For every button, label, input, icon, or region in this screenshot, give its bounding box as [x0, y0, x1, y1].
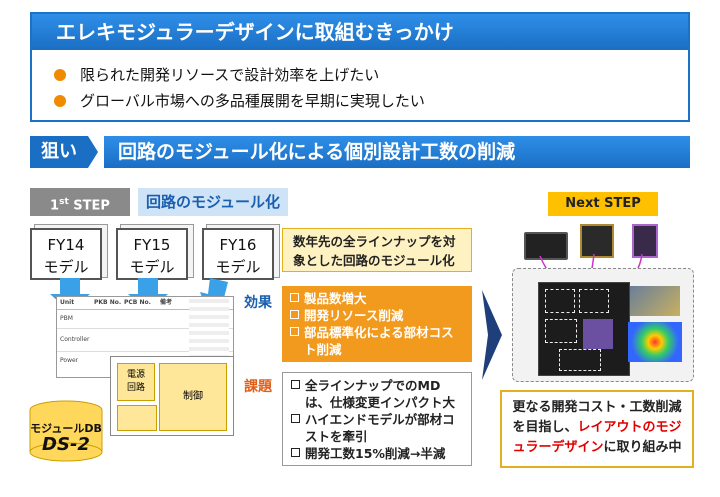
result-text: 更なる開発コスト・工数削減を目指し、	[512, 400, 682, 435]
effect-item: 部品標準化による部材コスト削減	[290, 324, 464, 358]
block-diagram: 電源 回路 制御	[110, 356, 234, 436]
aim-text: 回路のモジュール化による個別設計工数の削減	[104, 136, 690, 168]
step-number: 1	[50, 198, 60, 214]
issue-item: 開発工数15%削減→半減	[291, 445, 463, 462]
database-name: DS-2	[42, 434, 90, 455]
effect-item: 開発リソース削減	[290, 307, 464, 324]
bullet-item: グローバル市場への多品種展開を早期に実現したい	[54, 90, 425, 111]
issue-item: 全ラインナップでのMDは、仕様変更インパクト大	[291, 377, 463, 411]
effect-box: 製品数増大 開発リソース削減 部品標準化による部材コスト削減	[282, 286, 472, 362]
table-header: Unit	[60, 299, 75, 306]
database-icon	[29, 400, 103, 462]
issue-label: 課題	[244, 379, 272, 395]
target-box: 数年先の全ラインナップを対象とした回路のモジュール化	[282, 228, 472, 272]
modularization-label: 回路のモジュール化	[138, 188, 288, 216]
aim-arrow-icon	[88, 136, 98, 168]
effect-label: 効果	[244, 295, 272, 311]
model-year: FY16	[219, 236, 257, 254]
table-header: PCB No.	[124, 299, 151, 306]
aim-label: 狙い	[30, 136, 88, 168]
issue-item: ハイエンドモデルが部材コストを牽引	[291, 411, 463, 445]
pcb-layout-image	[538, 282, 630, 376]
pcb-module-image	[632, 224, 658, 258]
table-row: PBM	[57, 310, 233, 329]
step-text: STEP	[73, 198, 110, 214]
model-card-fy16: FY16 モデル	[202, 228, 274, 280]
model-suffix: モデル	[129, 258, 175, 276]
bullet-text: グローバル市場への多品種展開を早期に実現したい	[80, 92, 425, 110]
table-header: 備考	[160, 299, 173, 306]
control-block: 制御	[159, 363, 227, 431]
checkbox-icon	[291, 380, 300, 389]
motivation-title: エレキモジュラーデザインに取組むきっかけ	[32, 14, 688, 50]
bullet-dot-icon	[54, 68, 66, 81]
model-year: FY14	[47, 236, 85, 254]
effect-item: 製品数増大	[290, 290, 464, 307]
result-box: 更なる開発コスト・工数削減を目指し、レイアウトのモジュラーデザインに取り組み中	[500, 390, 694, 468]
model-suffix: モデル	[43, 258, 89, 276]
next-step-badge: Next STEP	[548, 192, 658, 216]
checkbox-icon	[291, 414, 300, 423]
step-ordinal: st	[59, 197, 69, 207]
model-year: FY15	[133, 236, 171, 254]
table-header: PKB No.	[94, 299, 122, 306]
down-arrow-icon	[128, 278, 168, 312]
database-label: モジュールDB	[30, 422, 102, 435]
bullet-dot-icon	[54, 94, 66, 107]
pcb-module-image	[524, 232, 568, 260]
result-highlight: レイアウトのモジュラーデザイン	[512, 420, 682, 455]
pcb-module-image	[580, 224, 614, 258]
checkbox-icon	[290, 310, 299, 319]
chevron-right-icon	[482, 290, 502, 380]
simulation-image	[630, 286, 680, 316]
result-text: に取り組み中	[603, 440, 682, 455]
first-step-badge: 1st STEP	[30, 188, 130, 216]
motivation-panel: エレキモジュラーデザインに取組むきっかけ 限られた開発リソースで設計効率を上げた…	[30, 12, 690, 122]
sub-block	[117, 405, 157, 431]
checkbox-icon	[290, 327, 299, 336]
model-card-fy14: FY14 モデル	[30, 228, 102, 280]
thermal-map-image	[628, 322, 682, 362]
issue-box: 全ラインナップでのMDは、仕様変更インパクト大 ハイエンドモデルが部材コストを牽…	[282, 372, 472, 466]
down-arrow-icon	[50, 278, 90, 312]
bullet-text: 限られた開発リソースで設計効率を上げたい	[80, 66, 380, 84]
checkbox-icon	[291, 448, 300, 457]
bullet-item: 限られた開発リソースで設計効率を上げたい	[54, 64, 379, 85]
model-card-fy15: FY15 モデル	[116, 228, 188, 280]
table-row: Controller	[57, 329, 233, 352]
checkbox-icon	[290, 293, 299, 302]
table-row: Power	[60, 357, 79, 364]
power-circuit-block: 電源 回路	[117, 363, 155, 401]
model-suffix: モデル	[215, 258, 261, 276]
